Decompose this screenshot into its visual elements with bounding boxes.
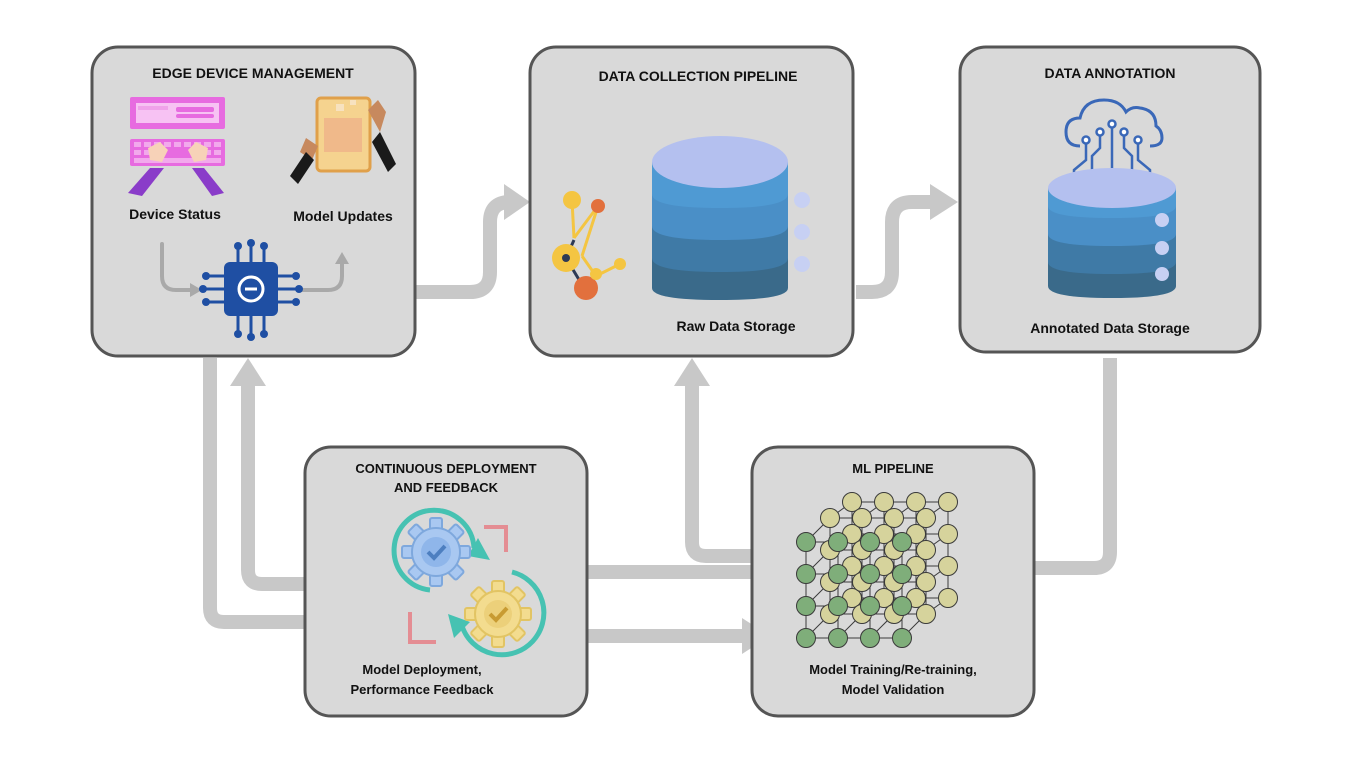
network-node: [892, 596, 912, 616]
chip-sub-arrows: [160, 242, 349, 297]
ml-title: ML PIPELINE: [852, 461, 934, 476]
model-updates-label: Model Updates: [293, 208, 393, 224]
arrow-ml-to-collection-head: [674, 358, 710, 386]
network-node: [828, 564, 848, 584]
database-icon: [652, 136, 810, 300]
arrow-deployment-to-edge-head: [230, 358, 266, 386]
network-node: [916, 604, 936, 624]
annotated-data-storage-label: Annotated Data Storage: [1030, 320, 1190, 336]
deployment-label-line1: Model Deployment,: [362, 662, 481, 677]
annotation-title: DATA ANNOTATION: [1045, 65, 1176, 81]
network-node: [860, 532, 880, 552]
arrow-edge-to-collection-head: [504, 184, 530, 220]
network-node: [820, 508, 840, 528]
network-node: [892, 628, 912, 648]
arrow-edge-to-deployment: [203, 358, 340, 629]
network-node: [828, 628, 848, 648]
device-status-label: Device Status: [129, 206, 221, 222]
collection-title: DATA COLLECTION PIPELINE: [599, 68, 798, 84]
network-node: [874, 492, 894, 512]
ml-label-line1: Model Training/Re-training,: [809, 662, 977, 677]
network-node: [828, 532, 848, 552]
deployment-title-line2: AND FEEDBACK: [394, 480, 499, 495]
network-node: [938, 556, 958, 576]
network-node: [796, 596, 816, 616]
keyboard-hands-icon: [128, 97, 225, 196]
network-node: [842, 492, 862, 512]
network-node: [860, 564, 880, 584]
network-node: [938, 524, 958, 544]
deployment-title-line1: CONTINUOUS DEPLOYMENT: [355, 461, 536, 476]
gear-cycle-icon: [391, 507, 547, 658]
network-node: [892, 564, 912, 584]
arrow-deployment-to-edge: [241, 384, 358, 591]
network-node: [796, 564, 816, 584]
tablet-hands-icon: [290, 96, 396, 184]
network-node: [796, 628, 816, 648]
network-node: [916, 508, 936, 528]
deployment-panel: [303, 445, 589, 718]
edge-title: EDGE DEVICE MANAGEMENT: [152, 65, 354, 81]
network-node: [906, 492, 926, 512]
network-node: [852, 508, 872, 528]
network-node: [916, 572, 936, 592]
network-node: [938, 492, 958, 512]
neural-network-icon: [796, 492, 958, 648]
network-node: [938, 588, 958, 608]
network-node: [916, 540, 936, 560]
processor-chip-icon: [199, 239, 303, 341]
arrow-ml-to-collection: [685, 384, 766, 563]
arrow-collection-to-annotation: [856, 195, 932, 299]
raw-data-storage-label: Raw Data Storage: [676, 318, 795, 334]
arrow-collection-to-annotation-head: [930, 184, 958, 220]
arrow-annotation-to-ml: [1000, 358, 1117, 575]
network-node: [860, 596, 880, 616]
molecule-graph-icon: [552, 191, 626, 300]
network-node: [828, 596, 848, 616]
ml-label-line2: Model Validation: [842, 682, 945, 697]
network-node: [892, 532, 912, 552]
network-node: [884, 508, 904, 528]
deployment-label-line2: Performance Feedback: [350, 682, 494, 697]
network-node: [860, 628, 880, 648]
cloud-database-icon: [1048, 98, 1176, 298]
network-node: [796, 532, 816, 552]
arrow-edge-to-collection: [416, 195, 511, 299]
